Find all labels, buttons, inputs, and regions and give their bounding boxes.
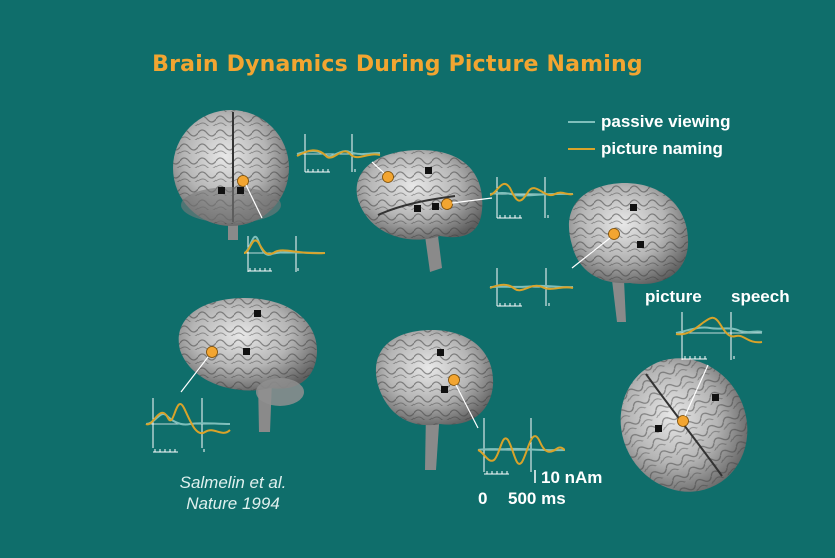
time-scale-end-label: 500 ms [508, 489, 566, 508]
active-source-dot [206, 346, 218, 358]
amplitude-scale-label: 10 nAm [541, 468, 603, 487]
source-marker [243, 348, 250, 355]
source-marker [637, 241, 644, 248]
source-marker [432, 203, 439, 210]
citation-journal: Nature 1994 [186, 494, 280, 513]
source-marker [425, 167, 432, 174]
source-marker [237, 187, 244, 194]
citation: Salmelin et al. Nature 1994 [153, 472, 313, 514]
speech-label: speech [731, 287, 790, 306]
waveform-plot [489, 177, 574, 219]
waveform-plot [296, 134, 381, 173]
source-marker [655, 425, 662, 432]
source-marker [437, 349, 444, 356]
active-source-dot [441, 198, 453, 210]
source-marker [414, 205, 421, 212]
brain-left-lateral-top [356, 150, 493, 272]
title-text: Brain Dynamics During Picture Naming [152, 52, 643, 77]
waveform-plot [675, 312, 763, 360]
brain-left-lateral-bottom-left [178, 298, 318, 432]
brain-superior-view [620, 358, 748, 492]
brain-left-lateral-bottom-center [375, 330, 494, 470]
waveform-plot [489, 268, 574, 307]
source-marker [441, 386, 448, 393]
legend-label-naming: picture naming [601, 139, 723, 158]
brain-posterior-view [173, 110, 289, 240]
picture-label: picture [645, 287, 702, 306]
active-source-dot [382, 171, 394, 183]
time-scale-start-label: 0 [478, 489, 488, 508]
active-source-dot [677, 415, 689, 427]
active-source-dot [608, 228, 620, 240]
brain-left-lateral-right [568, 182, 689, 322]
source-marker [630, 204, 637, 211]
source-marker [218, 187, 225, 194]
slide-title: Brain Dynamics During Picture Naming [0, 52, 835, 77]
waveform-plot [243, 235, 326, 272]
active-source-dot [448, 374, 460, 386]
citation-authors: Salmelin et al. [179, 473, 287, 492]
waveform-plot [145, 398, 231, 453]
legend-label-passive: passive viewing [601, 112, 731, 131]
waveform-plot [477, 418, 566, 483]
legend [568, 121, 595, 150]
active-source-dot [237, 175, 249, 187]
source-marker [254, 310, 261, 317]
source-marker [712, 394, 719, 401]
